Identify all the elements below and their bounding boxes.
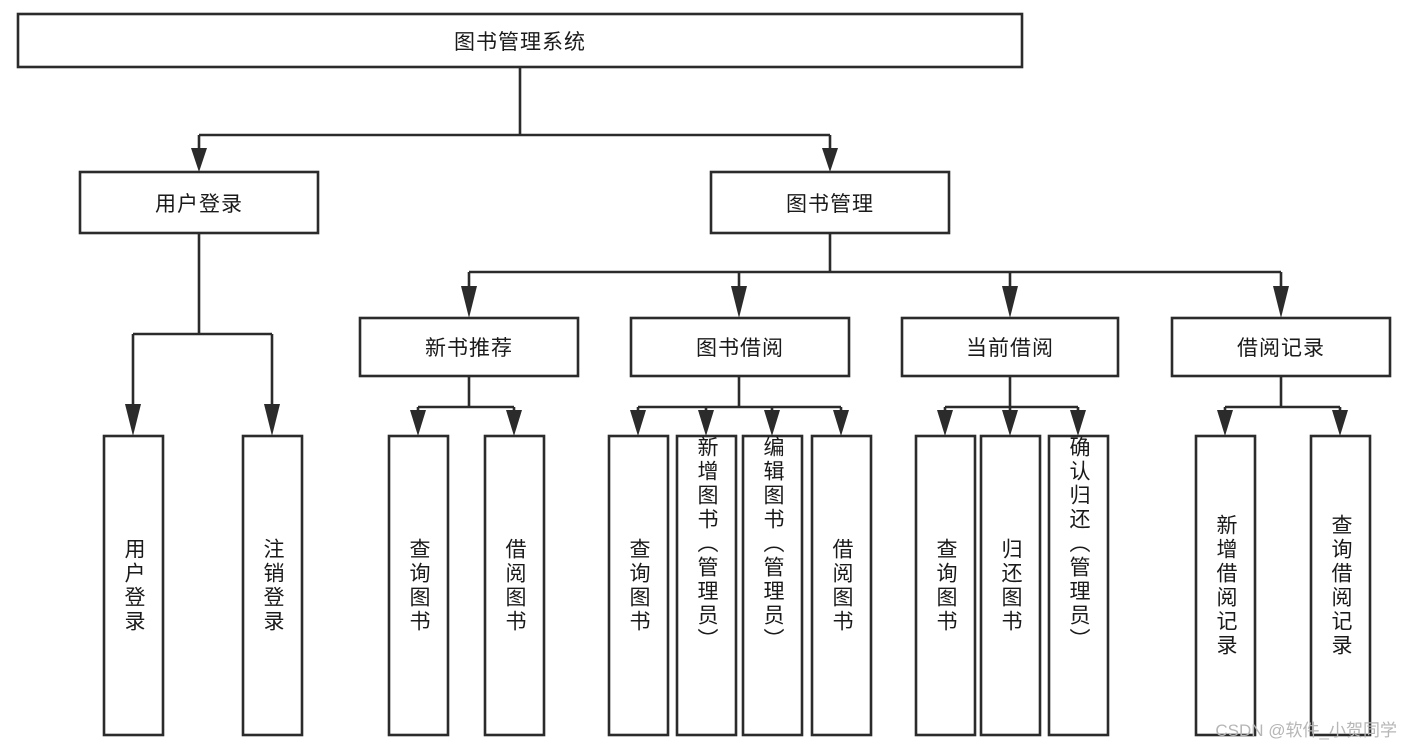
node-box-records[interactable] [1170,316,1392,378]
arrow-head-leaf10 [1002,410,1018,436]
node-box-leaf2[interactable] [241,434,304,737]
node-box-borrow[interactable] [629,316,851,378]
arrow-head-leaf4 [506,410,522,436]
connectors-current-to-leaves [937,376,1086,436]
node-box-leaf8[interactable] [810,434,873,737]
node-box-leaf6[interactable] [675,434,738,737]
arrow-head-newbook [461,286,477,318]
node-box-leaf9[interactable] [914,434,977,737]
node-box-leaf1[interactable] [102,434,165,737]
node-box-login[interactable] [78,170,320,235]
arrow-head-leaf7 [764,410,780,436]
connectors-borrow-to-leaves [630,376,849,436]
node-box-leaf13[interactable] [1309,434,1372,737]
node-box-newbook[interactable] [358,316,580,378]
connectors-records-to-leaves [1217,376,1348,436]
arrow-head-current [1002,286,1018,318]
node-box-leaf3[interactable] [387,434,450,737]
node-box-leaf11[interactable] [1047,434,1110,737]
node-box-leaf4[interactable] [483,434,546,737]
node-box-root[interactable] [16,12,1024,69]
connectors-newbook-to-leaves [410,376,522,436]
node-box-leaf12[interactable] [1194,434,1257,737]
arrow-head-login [191,148,207,172]
arrow-head-leaf6 [698,410,714,436]
arrow-head-leaf13 [1332,410,1348,436]
arrow-head-bookmgmt [822,148,838,172]
node-box-leaf5[interactable] [607,434,670,737]
node-box-current[interactable] [900,316,1120,378]
arrow-head-leaf11 [1070,410,1086,436]
connectors-root-to-level2 [191,67,838,172]
arrow-head-leaf3 [410,410,426,436]
arrow-head-leaf2 [264,404,280,436]
arrow-head-records [1273,286,1289,318]
arrow-head-leaf1 [125,404,141,436]
node-box-bookmgmt[interactable] [709,170,951,235]
arrow-head-leaf8 [833,410,849,436]
arrow-head-leaf5 [630,410,646,436]
connectors-bookmgmt-to-level3 [461,233,1289,318]
arrow-head-leaf9 [937,410,953,436]
node-box-leaf10[interactable] [979,434,1042,737]
connectors-login-to-leaves [125,233,280,436]
arrow-head-borrow [731,286,747,318]
arrow-head-leaf12 [1217,410,1233,436]
node-box-leaf7[interactable] [741,434,804,737]
